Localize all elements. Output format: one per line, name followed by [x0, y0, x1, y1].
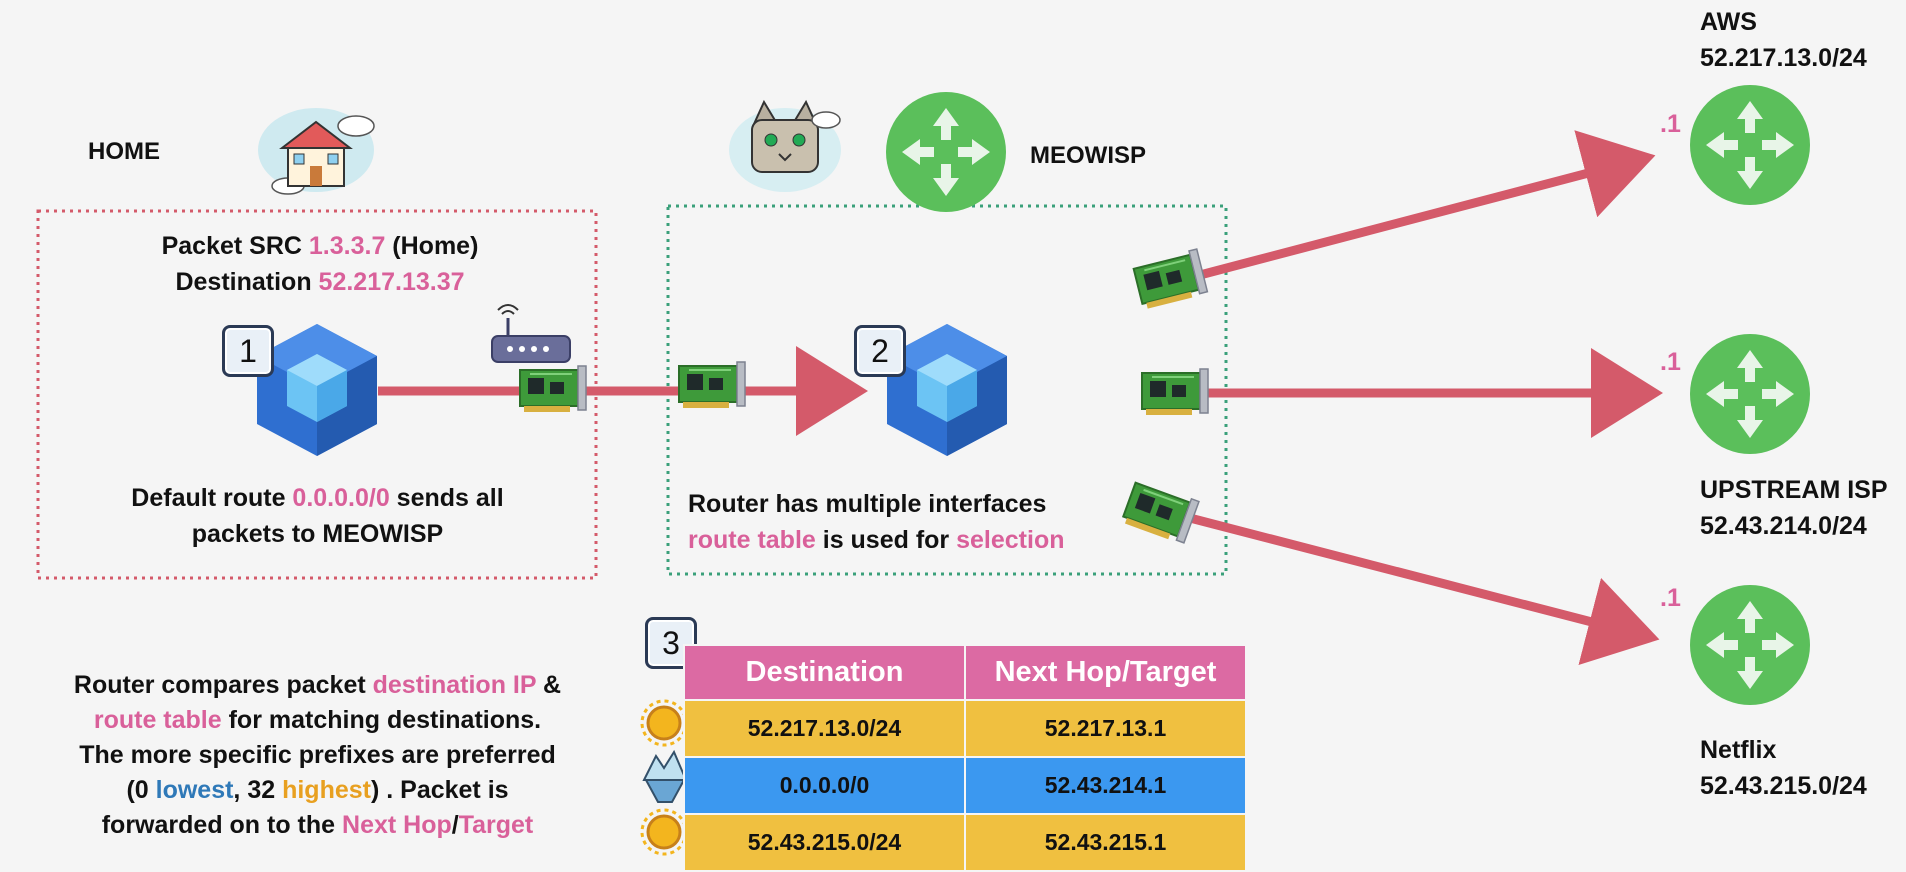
table-row: 52.217.13.0/24 52.217.13.1: [683, 699, 1247, 758]
dst-ip: 52.217.13.37: [318, 268, 465, 296]
upstream-router-icon: [1690, 334, 1810, 454]
header-next-hop: Next Hop/Target: [964, 644, 1247, 701]
header-destination: Destination: [683, 644, 966, 701]
meowisp-router-icon: [886, 92, 1006, 212]
meowisp-ingress-nic-icon: [678, 361, 746, 409]
netflix-label: Netflix 52.43.215.0/24: [1700, 736, 1867, 800]
iceberg-icon: [642, 749, 688, 803]
route-next-hop: 52.217.13.1: [964, 699, 1247, 758]
to-aws-arrow: [1198, 130, 1656, 280]
to-netflix-arrow: [1188, 513, 1660, 666]
badge-1: 1: [222, 325, 274, 377]
src-ip: 1.3.3.7: [308, 232, 386, 260]
src-label: Packet SRC: [161, 232, 309, 260]
default-route-cidr: 0.0.0.0/0: [292, 484, 390, 512]
netflix-router-icon: [1690, 585, 1810, 705]
badge-2: 2: [854, 325, 906, 377]
route-next-hop: 52.43.215.1: [964, 813, 1247, 872]
aws-label: AWS 52.217.13.0/24: [1700, 8, 1867, 72]
home-title: HOME: [88, 138, 160, 165]
table-row: 0.0.0.0/0 52.43.214.1: [683, 756, 1247, 815]
dst-label: Destination: [175, 268, 319, 296]
route-table-header: Destination Next Hop/Target: [683, 644, 1247, 701]
src-suffix: (Home): [385, 232, 479, 260]
route-destination: 0.0.0.0/0: [683, 756, 966, 815]
netflix-host: .1: [1660, 584, 1681, 612]
route-next-hop: 52.43.214.1: [964, 756, 1247, 815]
aws-router-icon: [1690, 85, 1810, 205]
meowisp-nic-netflix-icon: [1120, 477, 1200, 546]
packet-info: Packet SRC 1.3.3.7 (Home) Destination 52…: [110, 228, 530, 300]
sun-icon: [640, 808, 688, 856]
route-destination: 52.217.13.0/24: [683, 699, 966, 758]
wifi-router-icon: [491, 304, 571, 363]
route-destination: 52.43.215.0/24: [683, 813, 966, 872]
home-network-box: [36, 209, 598, 580]
meowisp-title: MEOWISP: [1030, 142, 1147, 169]
default-route-note: Default route 0.0.0.0/0 sends all packet…: [131, 484, 504, 548]
table-row: 52.43.215.0/24 52.43.215.1: [683, 813, 1247, 872]
meowisp-note: Router has multiple interfaces route tab…: [688, 490, 1065, 554]
upstream-label: UPSTREAM ISP 52.43.214.0/24: [1700, 476, 1888, 540]
home-nic-icon: [519, 365, 587, 413]
aws-host: .1: [1660, 110, 1681, 138]
explanation-text: Router compares packet destination IP & …: [73, 671, 562, 839]
meowisp-nic-upstream-icon: [1141, 368, 1209, 416]
sun-icon: [640, 699, 688, 747]
meowisp-nic-aws-icon: [1131, 248, 1209, 311]
cat-icon: [729, 99, 841, 192]
house-icon: [258, 108, 375, 195]
route-table: Destination Next Hop/Target 52.217.13.0/…: [683, 644, 1247, 872]
home-router-cube-icon: [257, 324, 377, 456]
upstream-host: .1: [1660, 348, 1681, 376]
